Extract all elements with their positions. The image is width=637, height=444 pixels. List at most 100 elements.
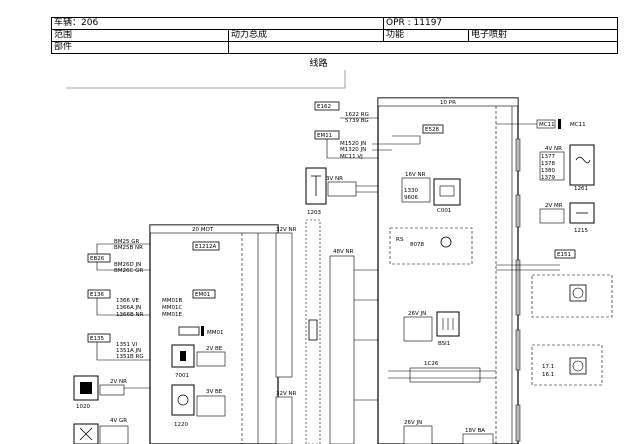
e136-box — [87, 289, 111, 299]
header-table: 车辆：206 OPR : 11197 范围 动力总成 功能 电子喷射 部件 — [51, 17, 618, 54]
label-1220: 1220 — [174, 422, 188, 428]
label-1215: 1215 — [574, 228, 588, 234]
conn-2v-be: 2V BE — [206, 346, 223, 352]
eb-wire-1: BM25 GR — [114, 239, 140, 245]
conn-4v-nr: 4V NR — [545, 146, 562, 152]
fan-group — [531, 274, 613, 318]
wire-1378: 1378 — [541, 161, 555, 167]
conn-26v-jn: 26V JN — [408, 311, 426, 317]
e528-box — [422, 124, 444, 134]
group-8078 — [389, 227, 473, 265]
middle-strip — [305, 219, 321, 444]
eb-wire-4: BM26C GR — [114, 268, 143, 274]
label-1203: 1203 — [307, 210, 321, 216]
part-value-cell — [228, 41, 618, 54]
conn-1c26: 1C26 — [424, 361, 439, 367]
conn-48v-nr: 48V NR — [333, 249, 354, 255]
side-17: 17.1 — [542, 364, 554, 370]
conn-3v-be: 3V BE — [206, 389, 223, 395]
bracket-line — [66, 70, 346, 89]
conn-48v-body — [329, 255, 355, 444]
em01-label: EM01 — [195, 292, 210, 298]
fan-box — [569, 284, 587, 302]
label-7001: 7001 — [175, 373, 189, 379]
fan-box-lower — [569, 357, 587, 375]
conn-32v-nr: 32V NR — [276, 227, 297, 233]
e151-label: E151 — [557, 252, 571, 258]
e1212a-box — [192, 241, 220, 251]
conn-4v-body — [539, 151, 565, 181]
label-rs: RS — [396, 237, 404, 243]
mm01-wire-1: MM01B — [162, 298, 182, 304]
pin-block — [515, 404, 521, 442]
em11-w3: MC11 VJ — [340, 154, 363, 160]
wire-9606: 9606 — [404, 195, 418, 201]
e151-box — [554, 249, 576, 259]
e136-label: E136 — [90, 292, 104, 298]
conn-18v-ba: 18V BA — [465, 428, 485, 434]
e136-wire-1: 1366 VE — [116, 298, 140, 304]
ecu-left-label-real: 20 MOT — [192, 227, 214, 233]
label-1020: 1020 — [76, 404, 90, 410]
wire — [392, 135, 421, 145]
sensor-icon — [311, 175, 321, 196]
conn-2v-be-body — [196, 351, 226, 367]
eb-wire-3: BM26D JN — [114, 262, 141, 268]
mc11-small: MC11 — [539, 122, 555, 128]
component-1261 — [569, 144, 595, 186]
e162-wire: 1622 RG — [345, 112, 369, 118]
wire-1380: 1380 — [541, 168, 555, 174]
side-16: 16.1 — [542, 372, 554, 378]
label-8078: 8078 — [410, 242, 424, 248]
component-1220 — [171, 384, 195, 416]
mm01-ground — [201, 326, 204, 336]
injector-icon — [79, 427, 93, 441]
pin-block — [515, 259, 521, 316]
wire-1377: 1377 — [541, 154, 555, 160]
conn-2v-nr: 2V NR — [110, 379, 127, 385]
mm01-wire-2: MM01C — [162, 305, 182, 311]
em11-label: EM11 — [317, 133, 332, 139]
e135-wire-3: 1351B RG — [116, 354, 144, 360]
wire-1379: 1379 — [541, 175, 555, 181]
eb26-label: EB26 — [90, 256, 105, 262]
conn-3v-body — [327, 181, 357, 197]
pin-block — [515, 194, 521, 228]
conn-32v-gr: 32V NR — [276, 391, 297, 397]
label-bsi1: BSI1 — [438, 341, 450, 347]
e136-wire-2: 1366A JN — [116, 305, 141, 311]
eb26-box — [87, 253, 111, 263]
conn-4v-gr: 4V GR — [110, 418, 127, 424]
mc11-box — [536, 119, 556, 129]
e162-sub: 5739 BG — [345, 118, 369, 124]
e528-label: E528 — [425, 127, 439, 133]
fan-group-lower — [531, 344, 603, 386]
conn-18v-body — [462, 433, 494, 444]
mm01-box — [178, 326, 200, 336]
pin-block — [515, 138, 521, 172]
conn-1c26-body — [409, 367, 481, 383]
ecu-header-right — [377, 97, 519, 107]
wire — [326, 139, 378, 159]
label-c001: C001 — [437, 208, 451, 214]
conn-2v-mr: 2V MR — [545, 203, 563, 209]
e135-label: E135 — [90, 336, 104, 342]
resistor — [308, 319, 318, 341]
e135-wire-2: 1351A JN — [116, 348, 141, 354]
wire — [96, 243, 150, 271]
page-title: 线路 — [309, 59, 328, 69]
conn-3v-be-body — [196, 395, 226, 417]
fan-icon — [572, 360, 584, 372]
conn-2v-nr-body — [99, 384, 125, 396]
c001-icon — [439, 185, 455, 197]
eb-wire-2: BM25B NR — [114, 245, 143, 251]
mc11-ground — [558, 119, 561, 129]
em11-w1: M1520 JN — [340, 141, 366, 147]
conn-16v-body — [401, 177, 431, 203]
sensor-icon — [575, 156, 591, 164]
pin-column — [275, 396, 293, 444]
component-1020-icon — [80, 382, 92, 394]
conn-bottom — [403, 425, 433, 444]
component-1220-icon — [177, 394, 189, 406]
mc11-label: MC11 — [570, 122, 586, 128]
